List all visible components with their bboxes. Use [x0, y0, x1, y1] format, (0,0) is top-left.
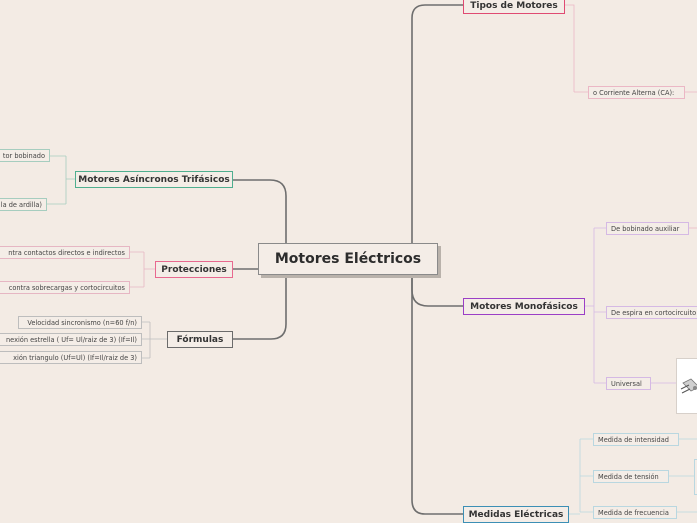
subtopic-jaula-ardilla[interactable]: la de ardilla): [0, 198, 47, 211]
topic-medidas-electricas[interactable]: Medidas Eléctricas: [463, 506, 569, 523]
topic-motores-asincronos[interactable]: Motores Asíncronos Trifásicos: [75, 171, 233, 188]
motor-image[interactable]: [676, 358, 697, 414]
topic-formulas[interactable]: Fórmulas: [167, 331, 233, 348]
subtopic-rotor-bobinado[interactable]: tor bobinado: [0, 149, 50, 162]
subtopic-medida-frecuencia[interactable]: Medida de frecuencia: [593, 506, 677, 519]
subtopic-velocidad[interactable]: Velocidad sincronismo (n=60 f/n): [18, 316, 142, 329]
subtopic-sobrecargas[interactable]: contra sobrecargas y cortocircuitos: [0, 281, 130, 294]
topic-protecciones[interactable]: Protecciones: [155, 261, 233, 278]
tension-image[interactable]: [694, 459, 697, 495]
subtopic-medida-intensidad[interactable]: Medida de intensidad: [593, 433, 679, 446]
topic-tipos-motores[interactable]: Tipos de Motores: [463, 0, 565, 14]
subtopic-medida-tension[interactable]: Medida de tensión: [593, 470, 669, 483]
subtopic-espira-cortocircuito[interactable]: De espira en cortocircuito: [606, 306, 697, 319]
subtopic-universal[interactable]: Universal: [606, 377, 651, 390]
subtopic-bobinado-auxiliar[interactable]: De bobinado auxiliar: [606, 222, 689, 235]
topic-motores-monofasicos[interactable]: Motores Monofásicos: [463, 298, 585, 315]
subtopic-triangulo[interactable]: xión triangulo (Uf=Ul) (If=Il/raiz de 3): [0, 351, 142, 364]
subtopic-contactos[interactable]: ntra contactos directos e indirectos: [0, 246, 130, 259]
central-topic[interactable]: Motores Eléctricos: [258, 243, 438, 275]
subtopic-estrella[interactable]: nexión estrella ( Uf= Ul/raiz de 3) (If=…: [0, 333, 142, 346]
motor-icon: [680, 378, 697, 394]
subtopic-corriente-alterna[interactable]: o Corriente Alterna (CA):: [588, 86, 685, 99]
